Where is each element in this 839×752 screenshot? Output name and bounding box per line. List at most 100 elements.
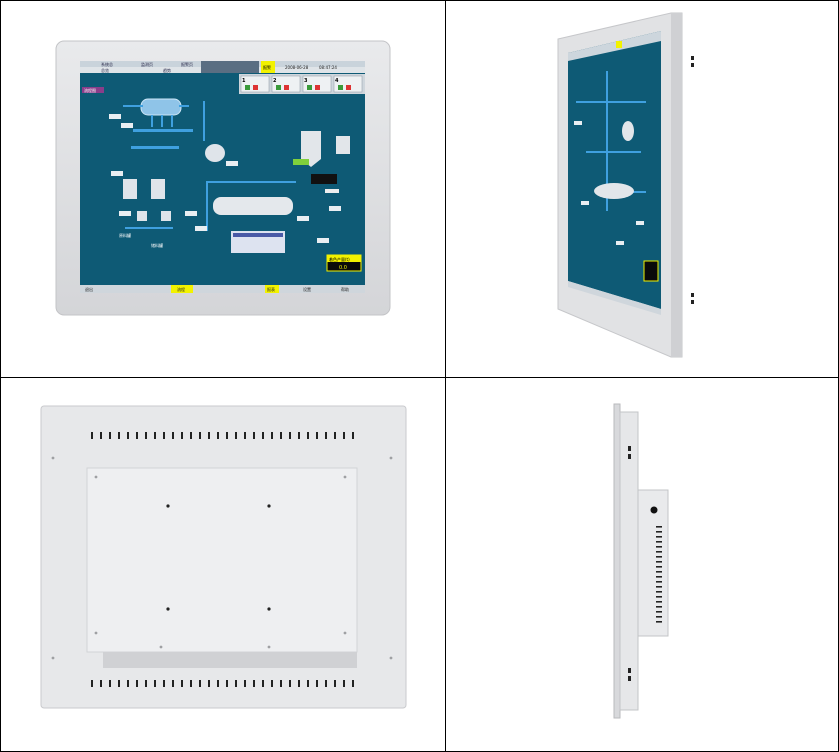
grid-divider-vertical bbox=[445, 1, 446, 751]
process-flow-diagram bbox=[123, 98, 350, 253]
vent-slot bbox=[343, 432, 345, 439]
vent-slot bbox=[656, 601, 662, 603]
vent-slot bbox=[656, 561, 662, 563]
vent-slot bbox=[316, 432, 318, 439]
angled-view-photo bbox=[446, 1, 838, 377]
grid-divider-horizontal bbox=[1, 377, 838, 378]
vent-slot bbox=[217, 680, 219, 687]
angled-product-box bbox=[643, 260, 659, 282]
vent-slot bbox=[136, 432, 138, 439]
vent-slot bbox=[289, 432, 291, 439]
vent-slot bbox=[316, 680, 318, 687]
tab-2[interactable]: 监测页 bbox=[141, 61, 153, 67]
vent-slot bbox=[163, 432, 165, 439]
vent-slot bbox=[656, 616, 662, 618]
tab-active[interactable] bbox=[201, 61, 259, 73]
side-rear-box bbox=[637, 489, 669, 637]
date-readout: 2008-06-28 bbox=[285, 65, 309, 70]
svg-text:总览: 总览 bbox=[101, 67, 109, 73]
vent-slot bbox=[253, 432, 255, 439]
svg-text:2: 2 bbox=[273, 78, 277, 84]
vent-slot bbox=[154, 432, 156, 439]
svg-text:流程: 流程 bbox=[177, 286, 185, 292]
vent-slot bbox=[172, 680, 174, 687]
vent-slot bbox=[199, 432, 201, 439]
vesa-mount-holes bbox=[166, 504, 271, 611]
vent-slot bbox=[181, 432, 183, 439]
vent-slot bbox=[91, 432, 93, 439]
tab-1[interactable]: 系统总 bbox=[101, 61, 113, 67]
vent-slot bbox=[127, 680, 129, 687]
vent-slot bbox=[307, 680, 309, 687]
svg-text:设置: 设置 bbox=[303, 286, 311, 292]
svg-text:储料罐: 储料罐 bbox=[151, 242, 163, 248]
vent-slot bbox=[172, 432, 174, 439]
vent-slot bbox=[656, 551, 662, 553]
vent-slot bbox=[656, 541, 662, 543]
vent-slot bbox=[280, 680, 282, 687]
svg-text:3: 3 bbox=[304, 78, 308, 84]
side-front-bezel bbox=[613, 403, 621, 719]
vent-slot bbox=[271, 432, 273, 439]
vent-slot bbox=[262, 680, 264, 687]
svg-text:4: 4 bbox=[335, 78, 339, 84]
vent-slot bbox=[208, 680, 210, 687]
vent-slot bbox=[656, 621, 662, 623]
svg-text:流程图: 流程图 bbox=[84, 87, 96, 93]
vent-slot bbox=[656, 571, 662, 573]
vent-slot bbox=[656, 591, 662, 593]
back-view-photo bbox=[1, 378, 445, 751]
bottom-button-report[interactable] bbox=[265, 285, 279, 293]
vent-slot bbox=[352, 432, 354, 439]
vent-slot bbox=[145, 432, 147, 439]
vent-slot bbox=[226, 680, 228, 687]
bottom-button-active[interactable] bbox=[171, 285, 193, 293]
vent-slot bbox=[163, 680, 165, 687]
svg-text:1: 1 bbox=[242, 78, 246, 84]
vent-slot bbox=[145, 680, 147, 687]
side-view-photo bbox=[446, 378, 838, 751]
vent-slot bbox=[334, 680, 336, 687]
vent-slot bbox=[91, 680, 93, 687]
vent-slot bbox=[656, 536, 662, 538]
vent-slot bbox=[352, 680, 354, 687]
vent-slot bbox=[244, 432, 246, 439]
alarm-badge[interactable] bbox=[261, 61, 275, 73]
svg-text:退出: 退出 bbox=[85, 286, 93, 292]
vent-slot bbox=[298, 432, 300, 439]
tab-3[interactable]: 报警页 bbox=[181, 61, 193, 67]
vent-slot bbox=[656, 531, 662, 533]
vent-slot bbox=[190, 680, 192, 687]
svg-text:趋势: 趋势 bbox=[163, 67, 171, 73]
side-vent-slots bbox=[656, 526, 662, 623]
vent-slot bbox=[118, 680, 120, 687]
product-output-value: 0.0 bbox=[339, 265, 347, 271]
svg-text:帮助: 帮助 bbox=[341, 286, 349, 292]
vent-slot bbox=[656, 556, 662, 558]
angled-screen bbox=[568, 31, 661, 309]
vent-slot bbox=[325, 680, 327, 687]
vent-slot bbox=[217, 432, 219, 439]
vent-slots-top bbox=[91, 432, 354, 439]
vent-slot bbox=[199, 680, 201, 687]
vent-slot bbox=[656, 566, 662, 568]
vent-slot bbox=[289, 680, 291, 687]
svg-text:原料罐: 原料罐 bbox=[119, 232, 131, 238]
vent-slot bbox=[235, 680, 237, 687]
vent-slot bbox=[298, 680, 300, 687]
vent-slot bbox=[100, 680, 102, 687]
vent-slot bbox=[127, 432, 129, 439]
vent-slot bbox=[109, 680, 111, 687]
front-view-photo: 系统总 监测页 报警页 总览 趋势 报警 2008-06-28 08:47:24… bbox=[1, 1, 445, 377]
vent-slots-bottom bbox=[91, 680, 354, 687]
vent-slot bbox=[208, 432, 210, 439]
vent-slot bbox=[109, 432, 111, 439]
vent-slot bbox=[656, 526, 662, 528]
vent-slot bbox=[181, 680, 183, 687]
vent-slot bbox=[190, 432, 192, 439]
vent-slot bbox=[136, 680, 138, 687]
vent-slot bbox=[656, 581, 662, 583]
vent-slot bbox=[656, 596, 662, 598]
power-button-icon[interactable] bbox=[650, 506, 658, 514]
